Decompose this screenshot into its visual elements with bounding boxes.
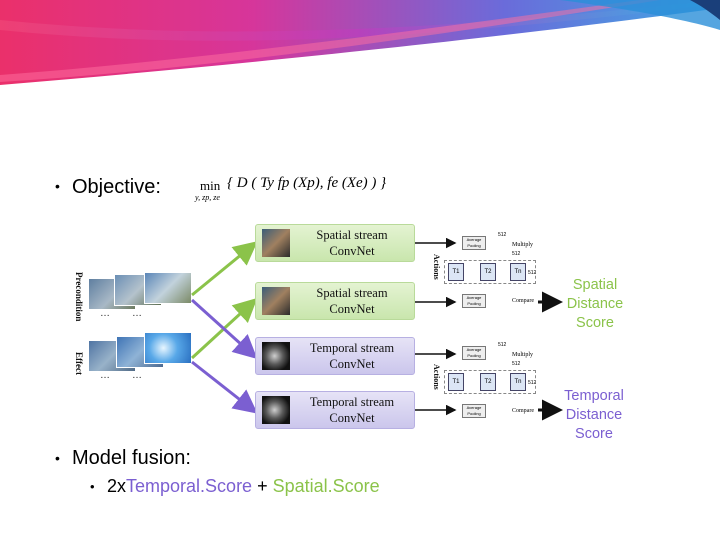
effect-ellipsis: … xyxy=(132,370,142,381)
compare-label: Compare xyxy=(512,408,534,414)
objective-label: Objective: xyxy=(72,176,161,198)
fusion-formula: 2xTemporal.Score + Spatial.Score xyxy=(107,476,380,497)
multiply-label: Multiply xyxy=(512,352,534,358)
purple-arrow xyxy=(191,360,258,414)
input-frames-panel: Precondition Effect … … … … xyxy=(68,268,192,386)
dim-label: 512 xyxy=(512,251,521,257)
avg-pool-box: Average Pooling xyxy=(462,236,486,250)
fusion-sub-bullet: • xyxy=(90,479,95,494)
fusion-factor: 2x xyxy=(107,476,127,496)
multiply-label: Multiply xyxy=(512,242,534,248)
action-row xyxy=(444,370,536,394)
actions-label: Actions xyxy=(432,254,441,280)
dim-label: 512 xyxy=(528,270,537,276)
action-cell: T2 xyxy=(480,373,496,391)
action-module: Actions Average Pooling Multiply 512 512… xyxy=(428,342,540,422)
stream-thumbnail xyxy=(262,229,290,257)
action-module: Actions Average Pooling Multiply 512 512… xyxy=(428,232,540,312)
dim-label: 512 xyxy=(528,380,537,386)
precondition-ellipsis: … xyxy=(132,308,142,319)
objective-bullet: • xyxy=(55,178,60,194)
fusion-spatial-term: Spatial.Score xyxy=(272,476,380,496)
green-arrow xyxy=(191,241,258,297)
fusion-label: Model fusion: xyxy=(72,447,191,469)
precondition-frame xyxy=(144,272,192,304)
action-row xyxy=(444,260,536,284)
green-arrow xyxy=(190,297,258,360)
effect-ellipsis: … xyxy=(100,370,110,381)
dim-label: 512 xyxy=(498,342,507,348)
formula-min: min xyxy=(200,178,221,193)
stream-thumbnail xyxy=(262,396,290,424)
formula-subscript: y, zp, ze xyxy=(195,193,220,202)
action-cell: T1 xyxy=(448,373,464,391)
header-swoosh-decoration xyxy=(0,0,720,85)
fusion-bullet: • xyxy=(55,450,60,466)
action-cell: Tn xyxy=(510,373,526,391)
compare-label: Compare xyxy=(512,298,534,304)
dim-label: 512 xyxy=(498,232,507,238)
fusion-plus: + xyxy=(252,476,273,496)
dim-label: 512 xyxy=(512,361,521,367)
fusion-temporal-term: Temporal.Score xyxy=(126,476,253,496)
stream-thumbnail xyxy=(262,342,290,370)
action-cell: Tn xyxy=(510,263,526,281)
actions-label: Actions xyxy=(432,364,441,390)
stream-thumbnail xyxy=(262,287,290,315)
precondition-ellipsis: … xyxy=(100,308,110,319)
avg-pool-box: Average Pooling xyxy=(462,346,486,360)
formula-body: { D ( Ty fp (Xp), fe (Xe) ) } xyxy=(227,175,387,191)
effect-frame xyxy=(144,332,192,364)
pred-pool-box: Average Pooling xyxy=(462,294,486,308)
action-cell: T2 xyxy=(480,263,496,281)
action-cell: T1 xyxy=(448,263,464,281)
objective-formula: min y, zp, ze { D ( Ty fp (Xp), fe (Xe) … xyxy=(195,172,386,206)
purple-arrow xyxy=(190,298,258,360)
pred-pool-box: Average Pooling xyxy=(462,404,486,418)
